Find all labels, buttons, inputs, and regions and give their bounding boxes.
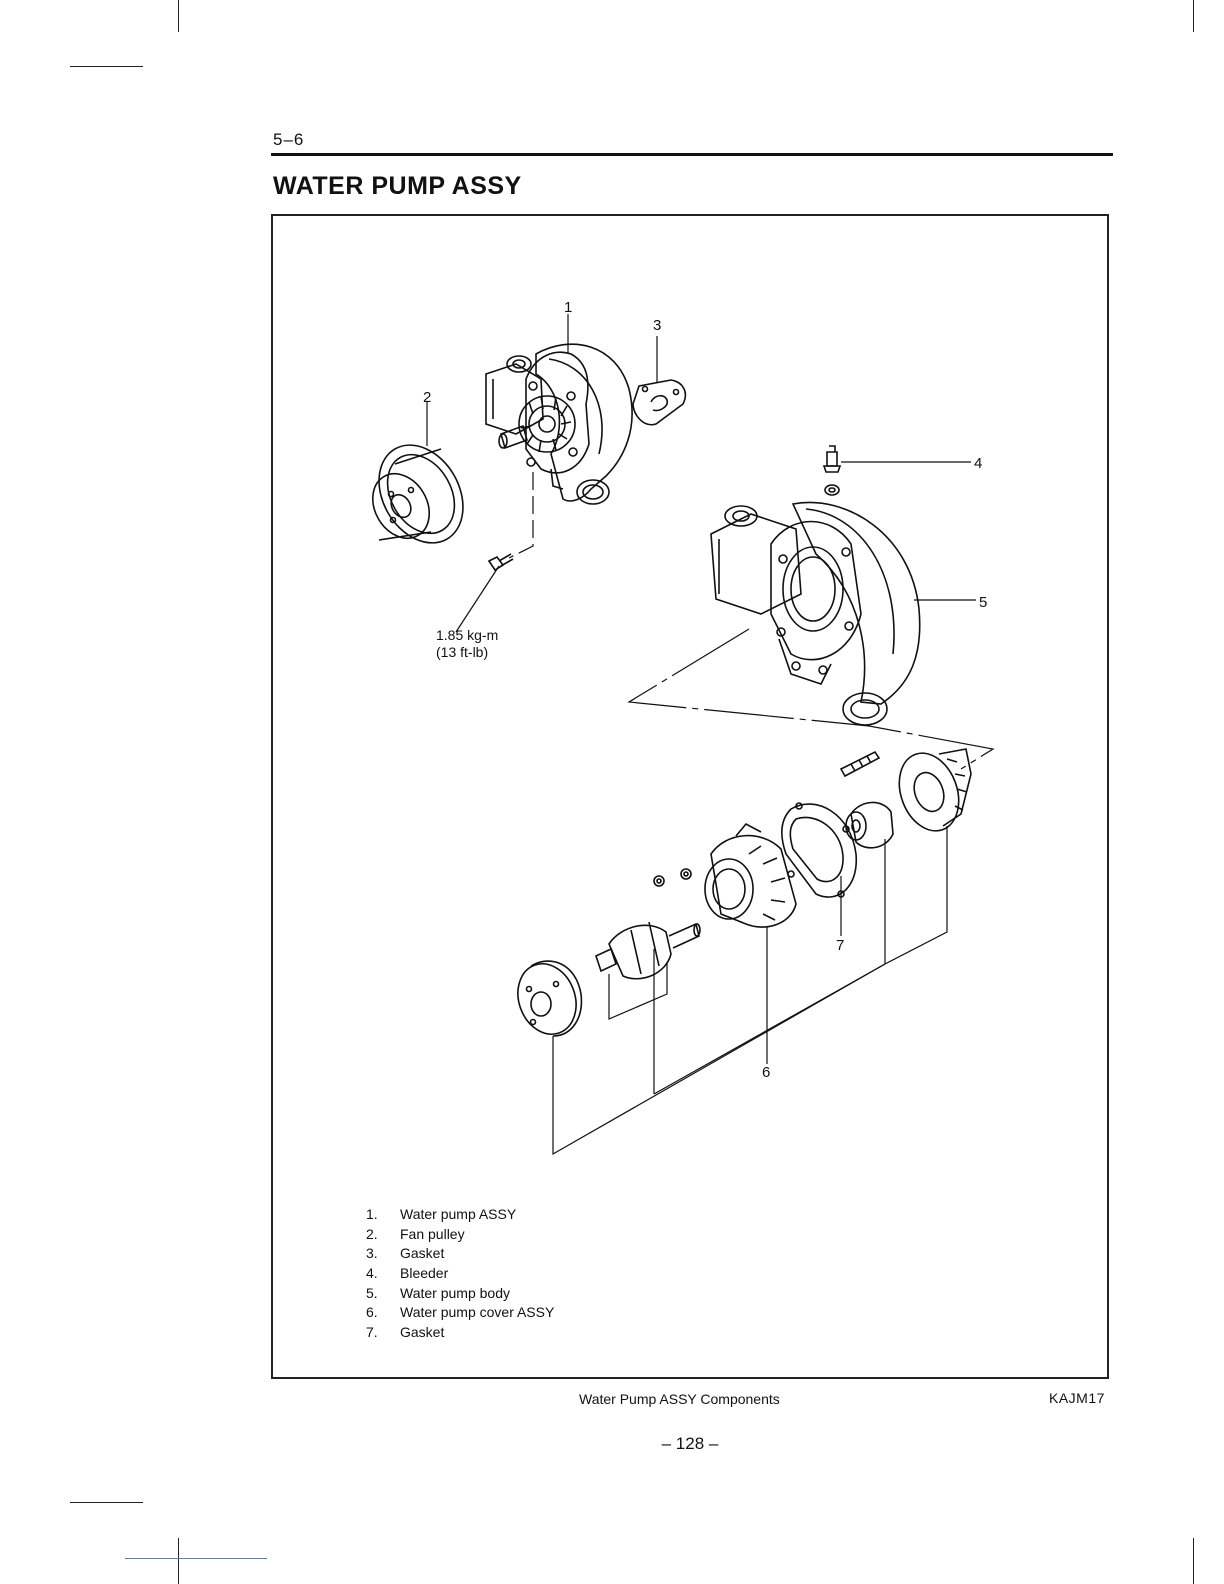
crop-mark xyxy=(178,0,179,32)
callout-5: 5 xyxy=(979,594,987,611)
figure-caption: Water Pump ASSY Components xyxy=(579,1391,780,1407)
water-pump-assy-drawing xyxy=(486,344,632,504)
legend-item: 7.Gasket xyxy=(366,1324,554,1344)
crop-mark xyxy=(178,1538,179,1584)
legend-item: 6.Water pump cover ASSY xyxy=(366,1304,554,1324)
leader-lines xyxy=(427,314,993,1154)
page-number: – 128 – xyxy=(0,1434,1224,1454)
section-number: 5–6 xyxy=(273,130,304,150)
torque-metric: 1.85 kg-m xyxy=(436,627,498,644)
crop-mark xyxy=(1193,1538,1194,1584)
water-pump-body-drawing xyxy=(711,502,920,725)
torque-spec: 1.85 kg-m (13 ft-lb) xyxy=(436,627,498,661)
legend-item: 1.Water pump ASSY xyxy=(366,1206,554,1226)
exploded-diagram: 1 3 2 4 5 7 6 xyxy=(271,214,1111,1214)
callout-4: 4 xyxy=(974,455,982,472)
callout-7: 7 xyxy=(836,937,844,954)
parts-legend: 1.Water pump ASSY 2.Fan pulley 3.Gasket … xyxy=(366,1206,554,1344)
water-pump-cover-drawing xyxy=(508,745,971,1043)
fan-pulley-drawing xyxy=(361,430,479,558)
torque-imperial: (13 ft-lb) xyxy=(436,644,498,661)
legend-item: 2.Fan pulley xyxy=(366,1226,554,1246)
header-rule xyxy=(271,153,1113,156)
callout-2: 2 xyxy=(423,389,431,406)
callout-6: 6 xyxy=(762,1064,770,1081)
bolt-drawing xyxy=(489,554,513,570)
legend-item: 3.Gasket xyxy=(366,1245,554,1265)
callout-3: 3 xyxy=(653,317,661,334)
crop-mark xyxy=(125,1558,267,1559)
bleeder-drawing xyxy=(824,446,840,495)
crop-mark xyxy=(1193,0,1194,32)
crop-mark xyxy=(70,1502,143,1503)
legend-item: 4.Bleeder xyxy=(366,1265,554,1285)
page-title: WATER PUMP ASSY xyxy=(273,172,522,201)
callout-1: 1 xyxy=(564,299,572,316)
crop-mark xyxy=(70,66,143,67)
legend-item: 5.Water pump body xyxy=(366,1285,554,1305)
figure-code: KAJM17 xyxy=(1049,1390,1105,1406)
gasket-drawing xyxy=(633,380,685,425)
